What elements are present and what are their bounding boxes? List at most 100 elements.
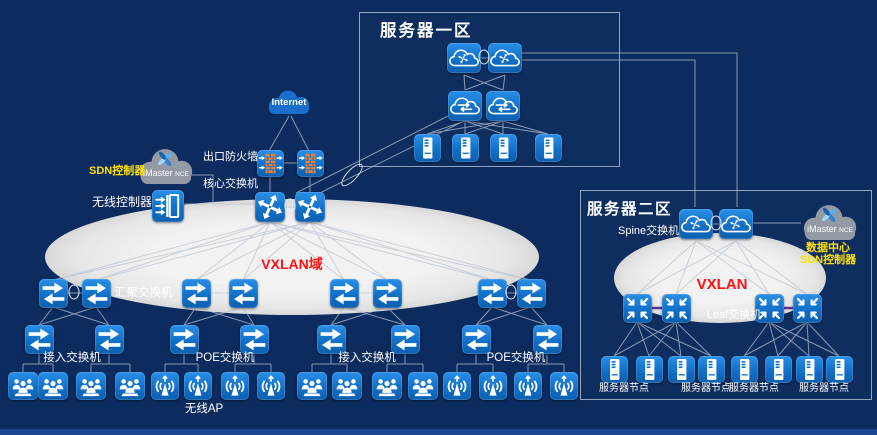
stack-link-icon — [478, 49, 490, 65]
aggregation-switch-icon — [516, 278, 546, 308]
user-group-icon — [38, 372, 68, 400]
internet-cloud-icon: Internet — [263, 89, 315, 117]
pinwheel-logo-icon — [821, 207, 837, 222]
server-node-icon — [764, 355, 792, 383]
dc-sdn-controller-label-line2: SDN控制器 — [799, 254, 857, 266]
wlc-label: 无线控制器 — [92, 195, 153, 209]
access-switch-icon — [390, 324, 420, 354]
aggregation-switch-icon — [228, 278, 258, 308]
stack-link-icon — [284, 198, 296, 214]
user-group-icon — [297, 372, 327, 400]
imaster-nce-cloud-icon: iMaster NCE — [135, 145, 197, 188]
spine-switch-icon — [719, 209, 753, 239]
zone2-title: 服务器二区 — [587, 201, 673, 218]
access-switch-icon — [24, 324, 54, 354]
access-switch-icon — [94, 324, 124, 354]
server-node-icon — [825, 355, 853, 383]
poe-switch-icon — [461, 324, 491, 354]
server-node-icon — [795, 355, 823, 383]
access-switch-label: 接入交换机 — [43, 352, 101, 364]
firewall-icon — [256, 149, 284, 177]
user-group-icon — [332, 372, 362, 400]
imaster-nce-label: iMaster NCE — [143, 168, 189, 178]
imaster-nce-cloud-icon-zone2: iMaster NCE — [799, 201, 861, 244]
wireless-ap-icon — [151, 372, 179, 400]
server-icon — [534, 134, 562, 162]
wireless-ap-icon — [479, 372, 507, 400]
access-switch-label: 接入交换机 — [338, 352, 396, 364]
stack-link-icon — [710, 215, 722, 231]
aggregation-switch-icon — [372, 278, 402, 308]
wireless-ap-icon — [257, 372, 285, 400]
dc-sdn-controller-label-line1: 数据中心 — [806, 242, 850, 254]
leaf-switch-icon — [792, 293, 822, 323]
stack-link-icon — [359, 284, 371, 300]
imaster-nce-label: iMaster NCE — [807, 224, 853, 234]
access-switch-icon — [316, 324, 346, 354]
egress-firewall-label: 出口防火墙 — [203, 151, 258, 163]
wireless-ap-icon — [514, 372, 542, 400]
poe-switch-label: POE交换机 — [486, 352, 546, 364]
server-zone2-box — [580, 190, 872, 400]
aggregation-switch-icon — [329, 278, 359, 308]
vxlan-zone2-label: VXLAN — [696, 276, 748, 293]
aggregation-switch-icon — [38, 278, 68, 308]
server-node-icon — [730, 355, 758, 383]
spine-switch-label: Spine交换机 — [618, 225, 680, 237]
user-group-icon — [8, 372, 38, 400]
server-icon — [489, 134, 517, 162]
firewall-icon — [296, 149, 324, 177]
user-group-icon — [408, 372, 438, 400]
campus-vxlan-domain-ellipse — [45, 199, 539, 315]
server-icon — [451, 134, 479, 162]
server-node-icon — [697, 355, 725, 383]
user-group-icon — [372, 372, 402, 400]
leaf-switch-label: Leaf交换机 — [706, 309, 762, 321]
leaf-switch-icon — [622, 293, 652, 323]
wireless-controller-icon — [152, 190, 184, 222]
user-group-icon — [115, 372, 145, 400]
spine-cloud-switch-icon — [447, 43, 481, 73]
server-node-icon — [635, 355, 663, 383]
aggregation-switch-label: 汇聚交换机 — [115, 287, 173, 299]
wireless-ap-icon — [550, 372, 578, 400]
server-node-label: 服务器节点 — [681, 383, 731, 394]
pinwheel-logo-icon — [157, 151, 173, 166]
server-zone1-box — [359, 12, 620, 167]
stack-link-icon — [213, 284, 225, 300]
server-icon — [413, 134, 441, 162]
stack-link-icon — [68, 284, 80, 300]
user-group-icon — [76, 372, 106, 400]
server-node-label: 服务器节点 — [729, 383, 779, 394]
internet-label: Internet — [271, 97, 307, 108]
poe-switch-icon — [239, 324, 269, 354]
leaf-switch-icon — [661, 293, 691, 323]
aggregation-switch-icon — [477, 278, 507, 308]
spine-cloud-switch-icon — [488, 43, 522, 73]
wireless-ap-icon — [443, 372, 471, 400]
leaf-cloud-switch-icon — [448, 91, 482, 121]
wireless-ap-icon — [184, 372, 212, 400]
zone1-title: 服务器一区 — [380, 22, 473, 40]
spine-switch-icon — [679, 209, 713, 239]
server-node-icon — [600, 355, 628, 383]
poe-switch-icon — [169, 324, 199, 354]
sdn-controller-label: SDN控制器 — [89, 165, 146, 177]
aggregation-switch-icon — [81, 278, 111, 308]
core-switch-icon — [295, 192, 325, 222]
wireless-ap-label: 无线AP — [184, 403, 224, 415]
server-node-label: 服务器节点 — [799, 383, 849, 394]
aggregation-switch-icon — [181, 278, 211, 308]
stack-link-icon — [505, 284, 517, 300]
server-node-label: 服务器节点 — [599, 383, 649, 394]
poe-switch-label: POE交换机 — [195, 352, 255, 364]
wireless-ap-icon — [221, 372, 249, 400]
leaf-switch-icon — [754, 293, 784, 323]
vxlan-domain-label: VXLAN域 — [261, 256, 323, 272]
core-switch-label: 核心交换机 — [203, 178, 258, 190]
leaf-cloud-switch-icon — [486, 91, 520, 121]
bottom-edge-strip — [0, 429, 877, 435]
core-switch-icon — [255, 192, 285, 222]
server-node-icon — [667, 355, 695, 383]
